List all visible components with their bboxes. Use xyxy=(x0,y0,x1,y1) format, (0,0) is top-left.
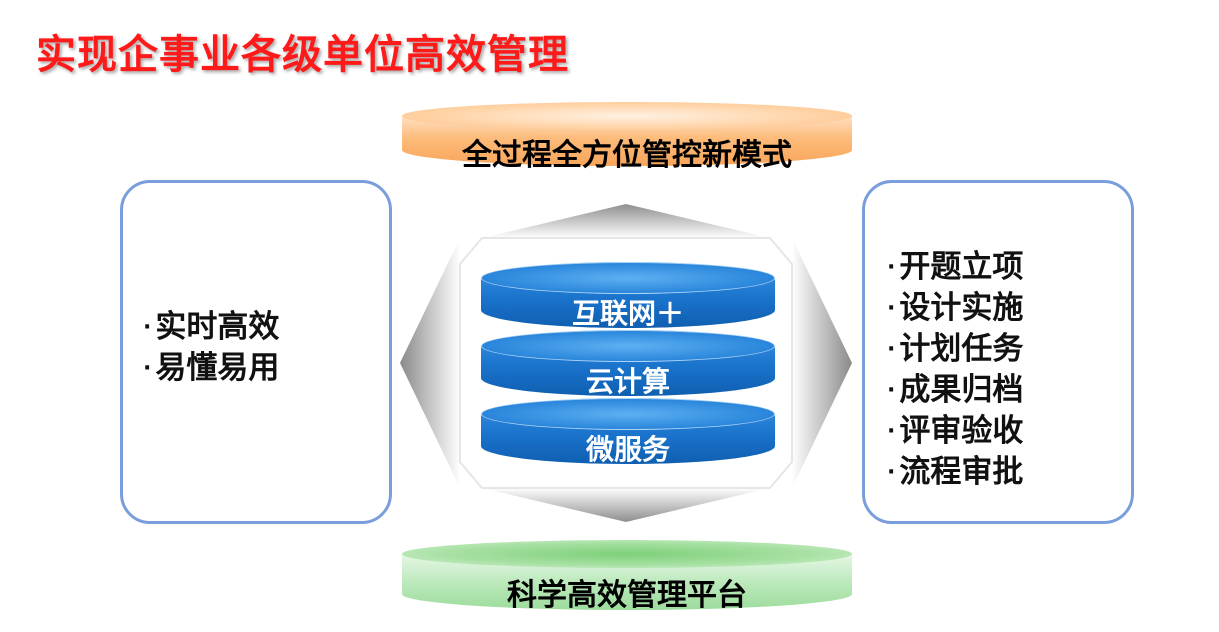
bullet-dot: · xyxy=(887,460,896,485)
hexagon-arrows xyxy=(400,204,852,522)
list-item-text: 计划任务 xyxy=(899,331,1024,367)
right-feature-list: ·开题立项 ·设计实施 ·计划任务 ·成果归档 ·评审验收 ·流程审批 xyxy=(887,247,1023,493)
bullet-dot: · xyxy=(887,337,896,362)
top-cylinder-label: 全过程全方位管控新模式 xyxy=(462,138,792,173)
list-item: ·开题立项 xyxy=(887,247,1023,288)
bullet-dot: · xyxy=(887,419,896,444)
top-cylinder-cap xyxy=(402,102,852,130)
list-item: ·成果归档 xyxy=(887,370,1023,411)
arrow-right xyxy=(792,238,852,488)
list-item-text: 易懂易用 xyxy=(155,350,280,386)
page-title: 实现企事业各级单位高效管理 xyxy=(36,32,569,78)
arrow-up xyxy=(482,204,770,238)
list-item-text: 流程审批 xyxy=(899,454,1024,490)
left-feature-list: ·实时高效 ·易懂易用 xyxy=(143,307,279,389)
stack-layer-label: 云计算 xyxy=(585,365,670,398)
stack-layer-label: 微服务 xyxy=(585,433,670,466)
top-cylinder: 全过程全方位管控新模式 xyxy=(402,102,852,176)
bullet-dot: · xyxy=(143,356,152,381)
bottom-cylinder-label: 科学高效管理平台 xyxy=(507,578,747,613)
stack-layer-internet: 互联网＋ xyxy=(481,262,775,330)
list-item: ·计划任务 xyxy=(887,329,1023,370)
bullet-dot: · xyxy=(887,255,896,280)
list-item-text: 开题立项 xyxy=(899,249,1024,285)
bullet-dot: · xyxy=(887,378,896,403)
bottom-cylinder: 科学高效管理平台 xyxy=(402,540,852,616)
stack-layer-microservice: 微服务 xyxy=(481,398,775,466)
list-item-text: 成果归档 xyxy=(899,372,1024,408)
right-panel: ·开题立项 ·设计实施 ·计划任务 ·成果归档 ·评审验收 ·流程审批 xyxy=(862,180,1134,524)
bottom-cylinder-cap xyxy=(402,540,852,568)
stack-layer-cap xyxy=(481,262,775,294)
list-item: ·设计实施 xyxy=(887,288,1023,329)
list-item: ·实时高效 xyxy=(143,307,279,348)
arrow-left xyxy=(400,238,460,488)
list-item: ·评审验收 xyxy=(887,411,1023,452)
stack-layer-cloud: 云计算 xyxy=(481,330,775,398)
stack-layer-cap xyxy=(481,330,775,362)
stack-layer-cap xyxy=(481,398,775,430)
list-item-text: 评审验收 xyxy=(899,413,1024,449)
stack-layer-label: 互联网＋ xyxy=(571,297,684,330)
list-item: ·流程审批 xyxy=(887,452,1023,493)
left-panel: ·实时高效 ·易懂易用 xyxy=(120,180,392,524)
hexagon-frame xyxy=(459,237,793,489)
bullet-dot: · xyxy=(143,315,152,340)
list-item-text: 设计实施 xyxy=(899,290,1024,326)
bullet-dot: · xyxy=(887,296,896,321)
list-item-text: 实时高效 xyxy=(155,309,280,345)
list-item: ·易懂易用 xyxy=(143,348,279,389)
arrow-down xyxy=(482,488,770,522)
